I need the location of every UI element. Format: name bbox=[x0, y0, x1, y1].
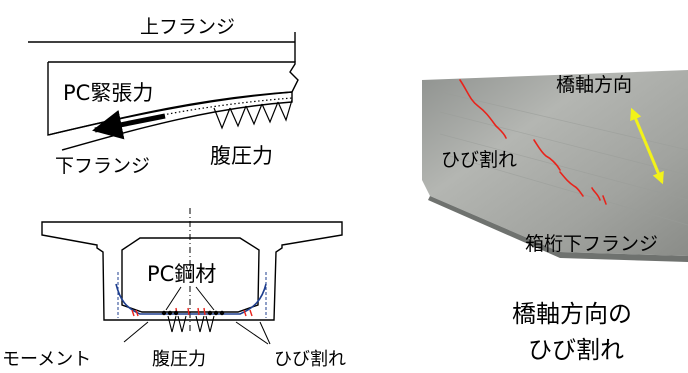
tendon-curve bbox=[115, 283, 267, 315]
box-girder-cross-section: PC鋼材 モーメント 腹圧力 ひび割れ bbox=[2, 208, 346, 370]
pc-force-arrow bbox=[92, 109, 166, 140]
bridge-axis-arrow bbox=[630, 107, 664, 185]
label-cracks-photo: ひび割れ bbox=[441, 149, 517, 171]
label-pc-steel: PC鋼材 bbox=[147, 262, 216, 286]
section-outline bbox=[41, 221, 343, 321]
label-web-pressure-bottom: 腹圧力 bbox=[152, 349, 206, 370]
caption-line2: ひび割れ bbox=[528, 336, 624, 364]
label-bridge-axis: 橋軸方向 bbox=[556, 74, 632, 96]
photo-crack-lines bbox=[459, 79, 607, 205]
pc-steel-dots bbox=[161, 310, 225, 316]
label-moment: モーメント bbox=[2, 349, 91, 370]
girder-elevation-diagram: 上フランジ PC緊張力 下フランジ 腹圧力 bbox=[28, 16, 299, 177]
pointer-lines bbox=[123, 286, 271, 345]
label-web-pressure-top: 腹圧力 bbox=[210, 144, 273, 168]
label-box-girder-lower-flange: 箱桁下フランジ bbox=[525, 233, 658, 255]
label-cracks-bottom: ひび割れ bbox=[274, 349, 346, 370]
label-upper-flange: 上フランジ bbox=[140, 16, 235, 38]
label-lower-flange: 下フランジ bbox=[55, 155, 150, 177]
photo-caption: 橋軸方向の ひび割れ bbox=[512, 300, 632, 364]
web-pressure-arrows bbox=[213, 99, 293, 130]
section-web-pressure-arrows bbox=[167, 315, 215, 333]
label-pc-force: PC緊張力 bbox=[63, 81, 153, 105]
caption-line1: 橋軸方向の bbox=[512, 300, 632, 328]
bridge-photo: 橋軸方向 ひび割れ 箱桁下フランジ bbox=[422, 70, 688, 262]
